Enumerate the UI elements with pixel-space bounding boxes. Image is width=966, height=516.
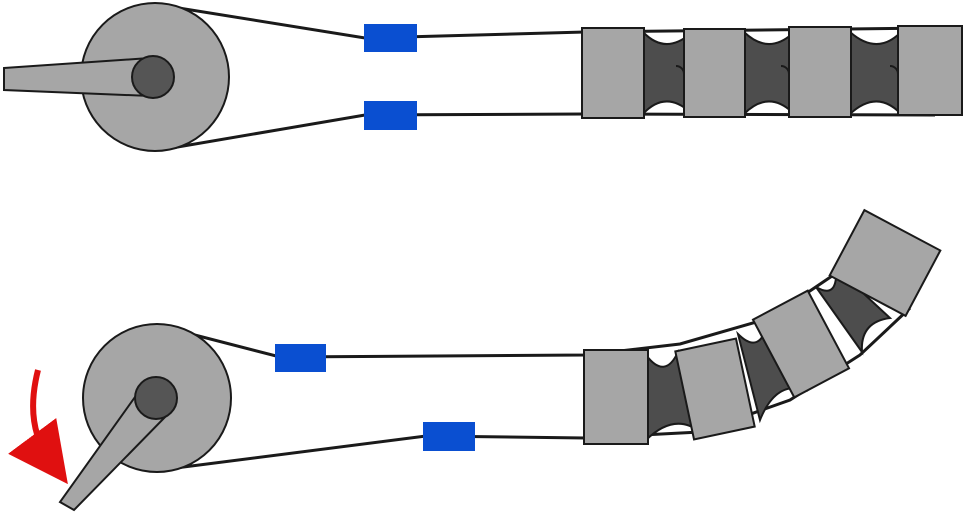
top-lever-icon: [3, 56, 151, 98]
bottom-upper-marker-icon: [275, 344, 326, 372]
rotation-arrow-icon: [8, 369, 68, 485]
top-lower-marker-icon: [364, 101, 417, 130]
top-segment-4: [897, 25, 963, 116]
top-notch: [889, 65, 899, 75]
top-upper-cable: [159, 3, 936, 40]
bottom-segment-1: [583, 349, 649, 445]
bottom-segment-2: [674, 337, 756, 441]
top-segment-3: [788, 26, 852, 118]
top-segment-1: [581, 27, 645, 119]
top-notch: [780, 65, 790, 75]
top-lower-cable: [159, 112, 936, 152]
bottom-lower-marker-icon: [423, 422, 475, 451]
bottom-segment-4: [828, 208, 942, 318]
bent-configuration: [8, 208, 942, 512]
top-hub-icon: [131, 55, 175, 99]
bottom-flexure-joint-icon: [815, 265, 893, 356]
top-notch: [675, 65, 685, 75]
top-flexure-joint-icon: [743, 29, 793, 117]
straight-configuration: [3, 2, 963, 152]
top-segment-2: [683, 28, 746, 118]
top-cables: [159, 3, 936, 152]
top-segments: [581, 25, 963, 119]
top-flexure-joint-icon: [849, 29, 900, 117]
bottom-hub-icon: [134, 376, 178, 420]
top-upper-marker-icon: [364, 24, 417, 52]
bottom-segment-3: [751, 289, 851, 399]
